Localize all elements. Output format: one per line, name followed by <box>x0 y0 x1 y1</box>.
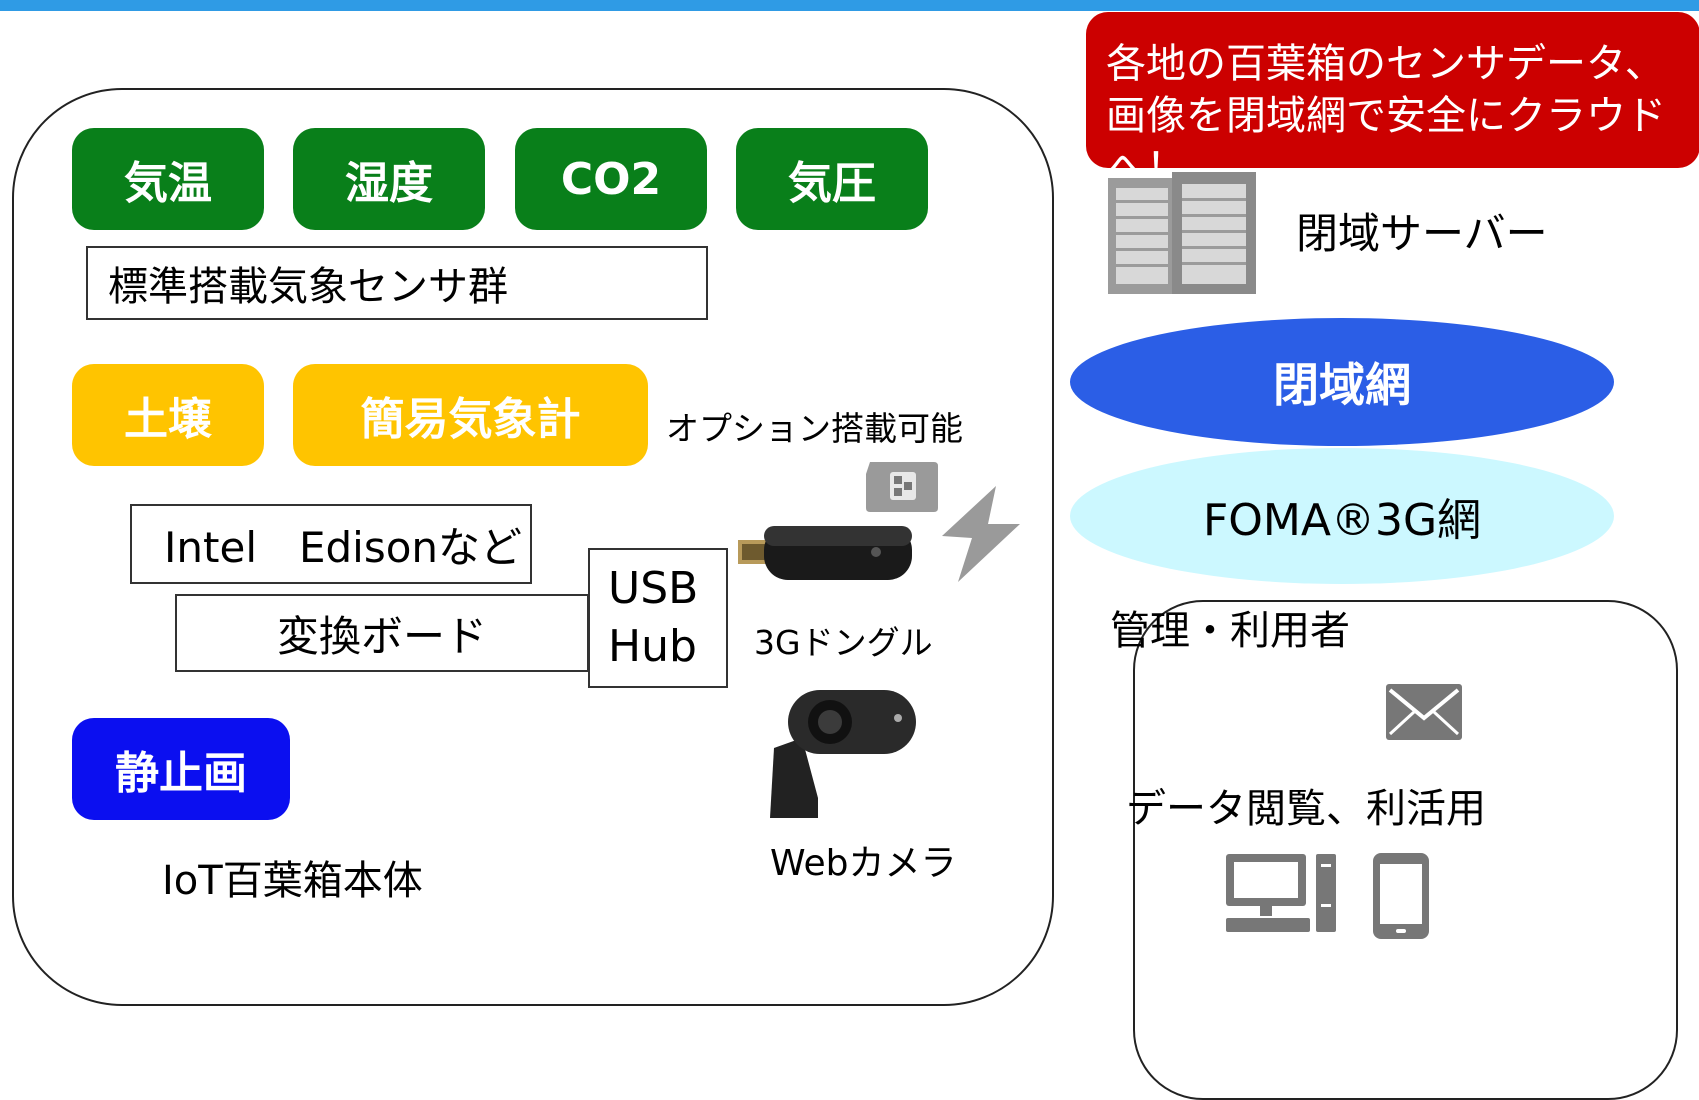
sensor-temperature-label: 気温 <box>124 158 212 209</box>
sensor-temperature: 気温 <box>72 128 264 230</box>
foma-3g-network-label: FOMA®3G網 <box>1202 495 1482 546</box>
sensor-co2-label: CO2 <box>560 153 662 205</box>
usb-hub-line1: USB <box>608 563 699 614</box>
sensor-simple-weather-label: 簡易気象計 <box>360 394 581 445</box>
converter-text: 変換ボード <box>276 611 487 661</box>
mail-icon <box>1386 684 1462 740</box>
usb-3g-dongle-icon <box>738 522 914 584</box>
top-accent-bar <box>0 0 1699 11</box>
still-image-label: 静止画 <box>115 748 247 799</box>
board-label: Intel Edisonなど <box>130 504 532 584</box>
closed-server-label: 閉域サーバー <box>1296 209 1548 258</box>
closed-network: 閉域網 <box>1070 318 1614 446</box>
usb-hub: USB Hub <box>588 548 728 688</box>
webcam-label: Webカメラ <box>770 843 957 884</box>
sensor-soil-label: 土壌 <box>124 394 212 445</box>
standard-sensor-group-text: 標準搭載気象センサ群 <box>108 264 508 310</box>
device-title: IoT百葉箱本体 <box>162 858 423 904</box>
sensor-humidity-label: 湿度 <box>345 158 433 209</box>
callout-line1: 各地の百葉箱のセンサデータ、 <box>1106 41 1665 87</box>
converter-board: 変換ボード <box>175 594 589 672</box>
users-caption: データ閲覧、利活用 <box>1126 786 1486 832</box>
desktop-pc-icon <box>1222 852 1338 934</box>
users-frame <box>1133 600 1678 1100</box>
still-image-box: 静止画 <box>72 718 290 820</box>
option-note: オプション搭載可能 <box>666 409 963 448</box>
foma-3g-network: FOMA®3G網 <box>1070 448 1614 584</box>
sim-card-icon <box>862 458 942 516</box>
tablet-icon <box>1372 852 1430 940</box>
headline-callout: 各地の百葉箱のセンサデータ、 画像を閉域網で安全にクラウドへ！ <box>1086 12 1699 191</box>
board-text: Intel Edisonなど <box>164 522 523 572</box>
sensor-simple-weather: 簡易気象計 <box>293 364 648 466</box>
closed-network-label: 閉域網 <box>1273 358 1411 412</box>
usb-hub-line2: Hub <box>608 621 697 672</box>
sensor-pressure-label: 気圧 <box>788 158 876 209</box>
users-title: 管理・利用者 <box>1110 608 1350 654</box>
lightning-bolt-icon <box>934 484 1026 584</box>
sensor-soil: 土壌 <box>72 364 264 466</box>
callout-line2: 画像を閉域網で安全にクラウドへ！ <box>1106 93 1666 191</box>
standard-sensor-group-label: 標準搭載気象センサ群 <box>86 246 708 320</box>
sensor-pressure: 気圧 <box>736 128 928 230</box>
sensor-humidity: 湿度 <box>293 128 485 230</box>
sensor-co2: CO2 <box>515 128 707 230</box>
dongle-label: 3Gドングル <box>754 623 933 662</box>
webcam-icon <box>758 688 918 822</box>
server-rack-icon <box>1106 170 1260 296</box>
